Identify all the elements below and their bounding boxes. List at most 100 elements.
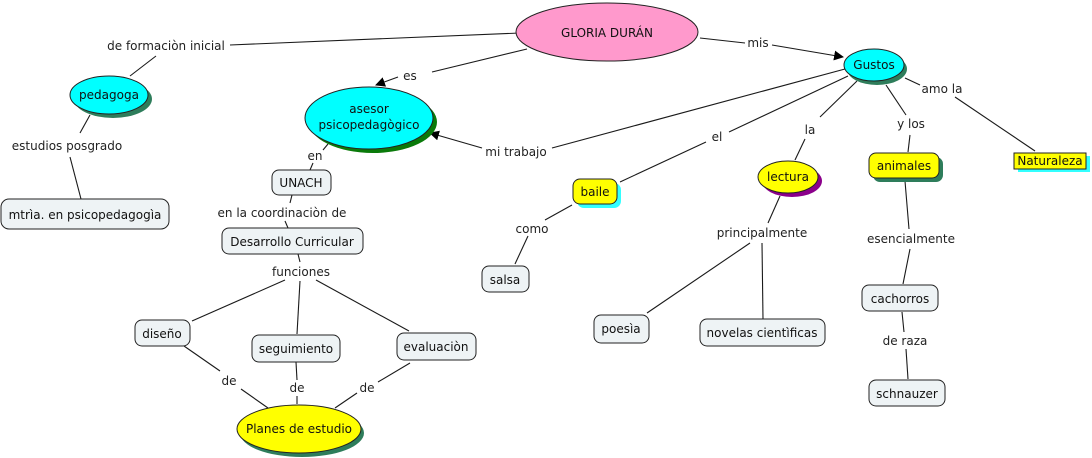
- concept-salsa[interactable]: salsa: [481, 265, 530, 293]
- concept-lectura-shape: [757, 160, 819, 194]
- concept-animales-label: animales: [877, 159, 931, 173]
- line-principalmente-novelas: [761, 242, 764, 320]
- concept-gloria-shape: [515, 2, 699, 62]
- concept-novelas-label: novelas cientìficas: [707, 326, 818, 340]
- line-cachorros-deraza: [901, 311, 905, 333]
- concept-cachorros[interactable]: cachorros: [861, 284, 939, 312]
- concept-desarrollo-label: Desarrollo Curricular: [230, 235, 354, 249]
- line-evaluacion-de: [377, 362, 411, 383]
- link-label-de-1: de: [222, 374, 237, 388]
- line-principalmente-poesia: [646, 242, 751, 314]
- link-label-mi-trabajo: mi trabajo: [485, 145, 546, 159]
- line-gustos-mitrabajo: [551, 68, 846, 149]
- concept-naturaleza[interactable]: Naturaleza: [1013, 152, 1090, 172]
- concept-unach-label: UNACH: [279, 176, 322, 190]
- concept-gustos-shape: [843, 48, 905, 82]
- link-label-de-raza: de raza: [883, 334, 928, 348]
- concept-asesor[interactable]: asesor psicopedagògico: [304, 86, 437, 153]
- link-label-esencialmente: esencialmente: [867, 232, 955, 246]
- concept-diseno[interactable]: diseño: [134, 319, 191, 347]
- link-label-de-3: de: [360, 381, 375, 395]
- line-asesor-en: [322, 143, 329, 151]
- line-mitrabajo-asesor: [429, 130, 483, 149]
- line-es-asesor: [375, 76, 399, 87]
- concept-gloria-duran[interactable]: GLORIA DURÁN: [515, 2, 699, 62]
- line-gloria-mis: [699, 37, 746, 44]
- concept-lectura[interactable]: lectura: [757, 160, 822, 197]
- concept-salsa-label: salsa: [490, 273, 521, 287]
- line-pedagoga-estudios: [79, 114, 91, 134]
- concept-mtria-label: mtrìa. en psicopedagogìa: [9, 208, 162, 222]
- concept-baile-shape: [572, 178, 618, 205]
- link-label-mis: mis: [747, 36, 768, 50]
- concept-lectura-label: lectura: [767, 170, 809, 184]
- link-label-en: en: [308, 149, 323, 163]
- concept-schnauzer-shape: [868, 379, 946, 407]
- concept-asesor-label-1: asesor: [349, 102, 389, 116]
- line-funciones-seguimiento: [296, 280, 301, 335]
- link-label-amo-la: amo la: [922, 82, 963, 96]
- concept-desarrollo[interactable]: Desarrollo Curricular: [221, 227, 364, 255]
- line-seguimiento-de: [295, 361, 298, 381]
- line-gustos-el: [728, 75, 849, 133]
- line-lectura-principalmente: [767, 195, 781, 224]
- concept-asesor-shape: [304, 86, 434, 150]
- concept-desarrollo-shape: [221, 227, 364, 255]
- connections: [69, 32, 1036, 409]
- concept-baile[interactable]: baile: [572, 178, 621, 208]
- link-label-es: es: [403, 69, 417, 83]
- concept-seguimiento[interactable]: seguimiento: [251, 334, 341, 363]
- line-mis-gustos: [771, 44, 844, 61]
- line-funciones-diseno: [191, 279, 286, 322]
- concept-naturaleza-label: Naturaleza: [1017, 154, 1082, 168]
- concept-diseno-label: diseño: [142, 327, 182, 341]
- link-label-estudios: estudios posgrado: [12, 139, 122, 153]
- concept-evaluacion[interactable]: evaluaciòn: [396, 332, 477, 361]
- line-coordinacion-desarrollo: [284, 220, 289, 229]
- line-la-lectura: [794, 138, 806, 161]
- concept-novelas[interactable]: novelas cientìficas: [699, 318, 826, 347]
- concept-poesia-label: poesìa: [601, 322, 640, 336]
- line-gustos-ylos: [885, 84, 907, 116]
- concept-asesor-label-2: psicopedagògico: [319, 118, 420, 132]
- line-baile-como: [544, 204, 573, 221]
- concept-gustos[interactable]: Gustos: [843, 48, 907, 85]
- concept-seguimiento-label: seguimiento: [259, 342, 333, 356]
- concept-evaluacion-shape: [396, 332, 477, 361]
- link-label-coordinacion: en la coordinaciòn de: [218, 206, 347, 220]
- concept-naturaleza-shape: [1013, 152, 1087, 170]
- concept-seguimiento-shape: [251, 334, 341, 363]
- line-diseno-de: [183, 345, 221, 372]
- concept-planes-shape: [236, 404, 362, 454]
- concept-mtria[interactable]: mtrìa. en psicopedagogìa: [0, 198, 170, 230]
- concept-salsa-shape: [481, 265, 530, 293]
- concept-cachorros-label: cachorros: [871, 292, 929, 306]
- link-label-como: como: [516, 222, 549, 236]
- concept-schnauzer-label: schnauzer: [876, 387, 938, 401]
- concept-animales[interactable]: animales: [868, 152, 943, 182]
- line-de-planes-1: [240, 388, 269, 409]
- concept-diseno-shape: [134, 319, 191, 347]
- concept-pedagoga[interactable]: pedagoga: [69, 75, 152, 118]
- line-como-salsa: [514, 235, 529, 265]
- link-label-el: el: [712, 130, 723, 144]
- concept-gloria-label: GLORIA DURÁN: [561, 25, 653, 40]
- line-amola-naturaleza: [954, 96, 1036, 152]
- concept-planes-label: Planes de estudio: [246, 422, 352, 436]
- concept-unach[interactable]: UNACH: [271, 169, 332, 196]
- concept-poesia[interactable]: poesìa: [593, 314, 650, 344]
- link-label-funciones: funciones: [272, 265, 330, 279]
- link-label-de-2: de: [290, 381, 305, 395]
- line-desarrollo-funciones: [297, 253, 301, 263]
- concept-animales-shape: [868, 152, 940, 179]
- concept-schnauzer[interactable]: schnauzer: [868, 379, 946, 407]
- line-esencialmente-cachorros: [902, 248, 911, 285]
- line-estudios-mtria: [69, 156, 82, 200]
- concept-planes[interactable]: Planes de estudio: [236, 404, 364, 457]
- line-el-baile: [619, 141, 707, 183]
- line-gustos-amola: [904, 77, 921, 86]
- link-label-y-los: y los: [897, 117, 925, 131]
- line-unach-coordinacion: [289, 194, 293, 204]
- concept-baile-label: baile: [580, 185, 609, 199]
